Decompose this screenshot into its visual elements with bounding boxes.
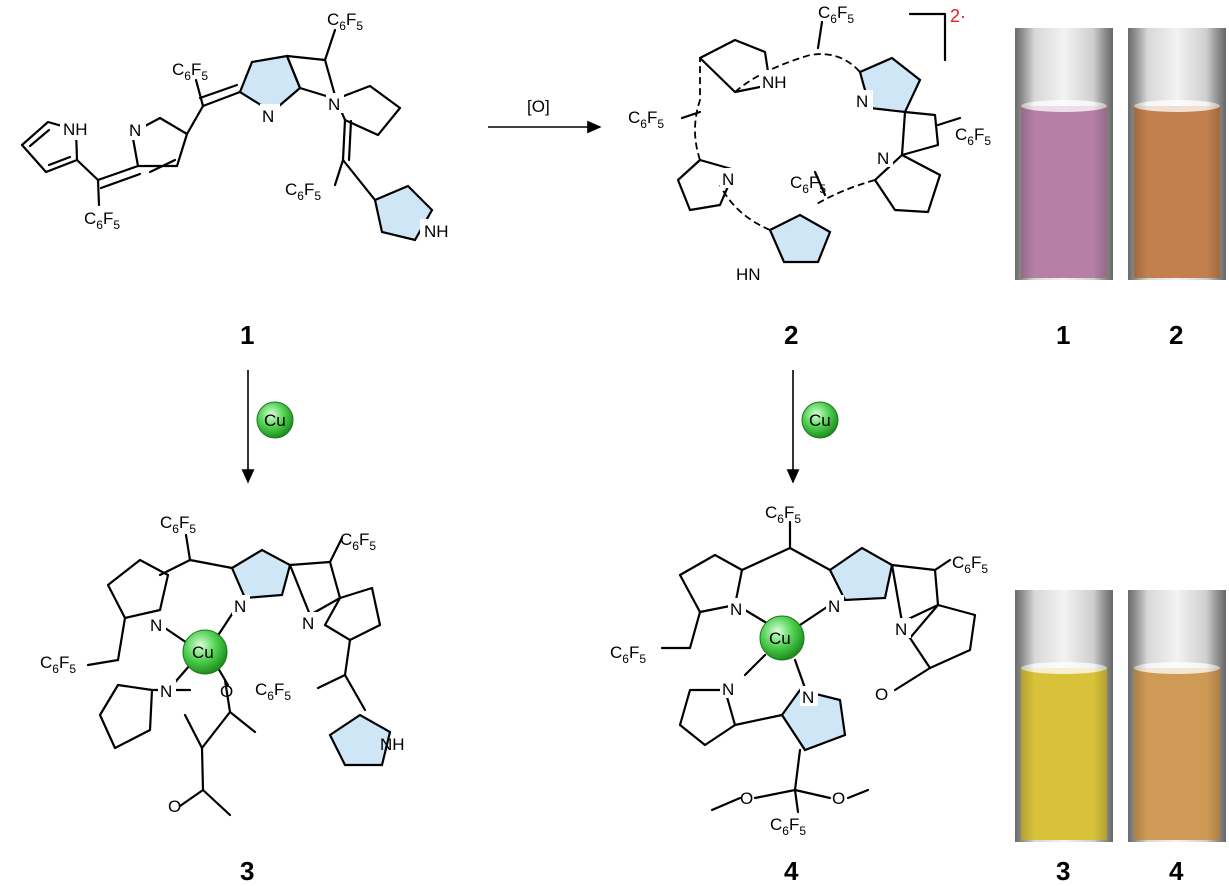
- copper-sphere-icon: [256, 401, 294, 439]
- c6f5-label-3b: C6F5: [340, 530, 376, 553]
- vial-4: 4: [1128, 590, 1226, 886]
- copper-sphere-icon: [801, 401, 839, 439]
- svg-text:C6F5: C6F5: [628, 108, 664, 131]
- vial-label: 4: [1169, 856, 1184, 886]
- atom-n: N: [302, 614, 314, 633]
- c6f5-label-1c: C6F5: [285, 180, 321, 203]
- c6f5-label-2c: C6F5: [955, 125, 991, 148]
- atom-n: N: [895, 620, 907, 639]
- copper-atom-icon: [182, 629, 228, 675]
- svg-text:C6F5: C6F5: [327, 10, 363, 33]
- atom-n: N: [234, 597, 246, 616]
- oxidation-arrow: [O]: [488, 97, 602, 134]
- atom-n: N: [129, 121, 141, 140]
- vial-3: 3: [1015, 590, 1113, 886]
- svg-text:C6F5: C6F5: [285, 180, 321, 203]
- atom-o: O: [832, 789, 845, 808]
- c6f5-label-4c: C6F5: [610, 643, 646, 666]
- vial-shading: [1128, 590, 1226, 842]
- compound-2-structure: NH N N N HN 2·: [676, 6, 966, 284]
- svg-text:C6F5: C6F5: [818, 3, 854, 26]
- atom-cu: Cu: [192, 643, 214, 662]
- copper-reagent-label: Cu: [809, 411, 831, 430]
- c6f5-label-1b: C6F5: [172, 60, 208, 83]
- vial-label: 1: [1056, 320, 1070, 350]
- vial-label: 2: [1169, 320, 1183, 350]
- c6f5-label-2b: C6F5: [628, 108, 664, 131]
- svg-text:C6F5: C6F5: [172, 60, 208, 83]
- c6f5-label-1d: C6F5: [84, 209, 120, 232]
- atom-nh: NH: [424, 222, 449, 241]
- compound-1-structure: NH N N N NH: [20, 28, 452, 242]
- compound-number-4: 4: [784, 856, 799, 886]
- svg-text:C6F5: C6F5: [40, 653, 76, 676]
- c6f5-label-3c: C6F5: [40, 653, 76, 676]
- atom-n: N: [722, 170, 734, 189]
- svg-text:C6F5: C6F5: [955, 125, 991, 148]
- vial-2: 2: [1128, 28, 1226, 350]
- atom-nh: NH: [380, 735, 405, 754]
- c6f5-label-4a: C6F5: [765, 503, 801, 526]
- svg-text:C6F5: C6F5: [952, 553, 988, 576]
- atom-n: N: [150, 616, 162, 635]
- oxidation-label: [O]: [527, 97, 550, 116]
- atom-n: N: [730, 600, 742, 619]
- atom-o: O: [875, 685, 888, 704]
- svg-text:C6F5: C6F5: [770, 815, 806, 838]
- svg-text:C6F5: C6F5: [340, 530, 376, 553]
- svg-text:C6F5: C6F5: [610, 643, 646, 666]
- atom-o: O: [220, 682, 233, 701]
- vial-photos: 1 2 3 4: [1015, 28, 1226, 886]
- compound-number-1: 1: [240, 320, 254, 350]
- c6f5-label-2d: C6F5: [790, 173, 826, 196]
- vial-shading: [1128, 28, 1226, 280]
- c6f5-label-3a: C6F5: [160, 513, 196, 536]
- atom-n: N: [262, 107, 274, 126]
- atom-n: N: [828, 597, 840, 616]
- c6f5-label-4d: C6F5: [770, 815, 806, 838]
- copper-arrow-left: Cu: [241, 370, 294, 484]
- c6f5-label-1a: C6F5: [327, 10, 363, 33]
- svg-text:C6F5: C6F5: [255, 680, 291, 703]
- vial-1: 1: [1015, 28, 1113, 350]
- svg-text:C6F5: C6F5: [160, 513, 196, 536]
- vial-label: 3: [1056, 856, 1070, 886]
- atom-o: O: [168, 797, 181, 816]
- atom-n: N: [856, 92, 868, 111]
- copper-reagent-label: Cu: [264, 411, 286, 430]
- svg-text:C6F5: C6F5: [765, 503, 801, 526]
- svg-text:C6F5: C6F5: [84, 209, 120, 232]
- compound-number-2: 2: [784, 320, 798, 350]
- compound-4-structure: Cu N N N N N O O O: [660, 520, 977, 814]
- atom-n: N: [802, 688, 814, 707]
- compound-3-structure: Cu N N N N O O O NH: [86, 533, 405, 817]
- vial-shading: [1015, 590, 1113, 842]
- atom-n: N: [160, 682, 172, 701]
- copper-atom-icon: [759, 615, 805, 661]
- atom-hn: HN: [736, 265, 761, 284]
- atom-o: O: [740, 789, 753, 808]
- svg-text:C6F5: C6F5: [790, 173, 826, 196]
- atom-nh: NH: [63, 120, 88, 139]
- charge-label: 2·: [950, 6, 966, 26]
- compound-number-3: 3: [240, 856, 254, 886]
- atom-n: N: [722, 680, 734, 699]
- c6f5-label-3d: C6F5: [255, 680, 291, 703]
- vial-shading: [1015, 28, 1113, 280]
- c6f5-label-2a: C6F5: [818, 3, 854, 26]
- atom-nh: NH: [762, 73, 787, 92]
- copper-arrow-right: Cu: [786, 370, 839, 484]
- atom-cu: Cu: [769, 629, 791, 648]
- atom-n: N: [328, 95, 340, 114]
- c6f5-label-4b: C6F5: [952, 553, 988, 576]
- atom-n: N: [877, 149, 889, 168]
